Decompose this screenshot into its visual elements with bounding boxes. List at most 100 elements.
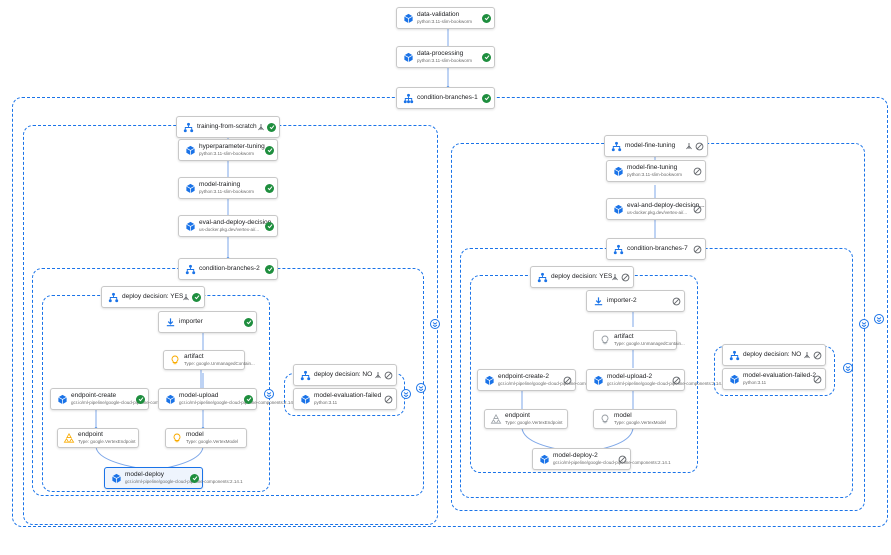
node-image: us-docker.pkg.dev/vertex-ai/... xyxy=(199,226,260,232)
node-title: condition-branches-7 xyxy=(627,244,688,252)
cube-icon xyxy=(480,375,498,386)
node-title: importer-2 xyxy=(607,296,637,304)
artifact-title: artifact xyxy=(184,353,204,360)
node-title: model-upload xyxy=(179,392,219,399)
artifact-type: Type: google.UnmanagedContain... xyxy=(614,340,685,346)
artifact-title: model xyxy=(614,412,632,419)
cube-icon xyxy=(725,374,743,385)
succeeded-icon xyxy=(190,473,199,483)
node-image: python:3.11-slim-bookworm xyxy=(417,18,472,24)
node-title: data-processing xyxy=(417,50,464,57)
node-title: deploy decision: NO xyxy=(743,350,802,358)
node-title: model-evaluation-failed-2 xyxy=(743,372,816,379)
node-title: model-upload-2 xyxy=(607,373,653,380)
collapse-button-condition-branches-2[interactable] xyxy=(264,389,274,399)
collapse-button-deploy-decision-no-inner[interactable] xyxy=(401,389,411,399)
skipped-icon xyxy=(813,351,822,359)
skipped-icon xyxy=(693,167,702,175)
node-deploy-decision-yes-2[interactable]: deploy decision: YES xyxy=(530,266,634,288)
node-condition-branches-1[interactable]: condition-branches-1 xyxy=(396,87,495,109)
node-image: python:3.11 xyxy=(743,379,767,385)
succeeded-icon xyxy=(267,122,276,132)
cube-icon xyxy=(161,394,179,405)
node-image: gcr.io/ml-pipeline/google-cloud-pipeline… xyxy=(179,399,297,405)
succeeded-icon xyxy=(265,264,274,274)
succeeded-icon xyxy=(265,183,274,193)
node-image: gcr.io/ml-pipeline/google-cloud-pipeline… xyxy=(125,478,243,484)
cube-icon xyxy=(609,204,627,215)
skipped-icon xyxy=(621,273,630,281)
node-image: gcr.io/ml-pipeline/google-cloud-pipeline… xyxy=(498,380,616,386)
collapse-button-training-from-scratch[interactable] xyxy=(430,319,440,329)
cube-icon xyxy=(53,394,71,405)
succeeded-icon xyxy=(244,394,253,404)
node-deploy-decision-no[interactable]: deploy decision: NO xyxy=(293,364,397,386)
collapse-button-deploy-decision-no-2[interactable] xyxy=(843,363,853,373)
artifact-title: artifact xyxy=(614,333,634,340)
node-image: python:3.11-slim-bookworm xyxy=(627,171,682,177)
endpoint-artifact-icon xyxy=(487,413,505,424)
import-icon xyxy=(589,296,607,307)
sub-dag-icon xyxy=(183,294,189,301)
node-title: hyperparameter-tuning xyxy=(199,143,265,150)
node-title: condition-branches-2 xyxy=(199,264,260,272)
node-title: deploy decision: YES xyxy=(122,292,184,300)
node-eval-and-deploy-decision-2[interactable]: eval-and-deploy-decision...us-docker.pkg… xyxy=(606,198,706,220)
node-title: model-fine-tuning xyxy=(625,141,676,149)
collapse-icon xyxy=(403,392,409,398)
node-title: eval-and-deploy-decision xyxy=(199,219,272,226)
collapse-button-deploy-decision-no[interactable] xyxy=(416,383,426,393)
node-condition-branches-2[interactable]: condition-branches-2 xyxy=(178,258,278,280)
succeeded-icon xyxy=(265,145,274,155)
collapse-icon xyxy=(266,392,272,398)
cube-icon xyxy=(181,183,199,194)
node-importer-2[interactable]: importer-2 xyxy=(586,290,685,312)
node-deploy-decision-yes[interactable]: deploy decision: YES xyxy=(101,286,205,308)
branch-icon xyxy=(533,272,551,283)
node-image: python:3.11-slim-bookworm xyxy=(199,188,254,194)
collapse-button-condition-branches-1[interactable] xyxy=(874,314,884,324)
node-deploy-decision-no-2[interactable]: deploy decision: NO xyxy=(722,344,826,366)
node-image: python:3.11-slim-bookworm xyxy=(199,150,254,156)
node-importer[interactable]: importer xyxy=(158,311,257,333)
collapse-button-model-fine-tuning[interactable] xyxy=(859,319,869,329)
node-training-from-scratch[interactable]: training-from-scratch xyxy=(176,116,280,138)
cube-icon xyxy=(181,145,199,156)
skipped-icon xyxy=(695,142,704,150)
sub-dag-icon xyxy=(686,143,692,150)
lightbulb-icon xyxy=(168,433,186,443)
collapse-icon xyxy=(418,386,424,392)
cube-icon xyxy=(181,221,199,232)
artifact-title: endpoint xyxy=(78,431,103,438)
skipped-icon xyxy=(693,205,702,213)
skipped-icon xyxy=(384,395,393,403)
node-model-fine-tuning[interactable]: model-fine-tuning xyxy=(604,135,708,157)
import-icon xyxy=(161,317,179,328)
succeeded-icon xyxy=(265,221,274,231)
node-image: gcr.io/ml-pipeline/google-cloud-pipeline… xyxy=(607,380,725,386)
branch-icon xyxy=(104,292,122,303)
node-condition-branches-7[interactable]: condition-branches-7 xyxy=(606,238,706,260)
endpoint-artifact-icon xyxy=(60,432,78,443)
